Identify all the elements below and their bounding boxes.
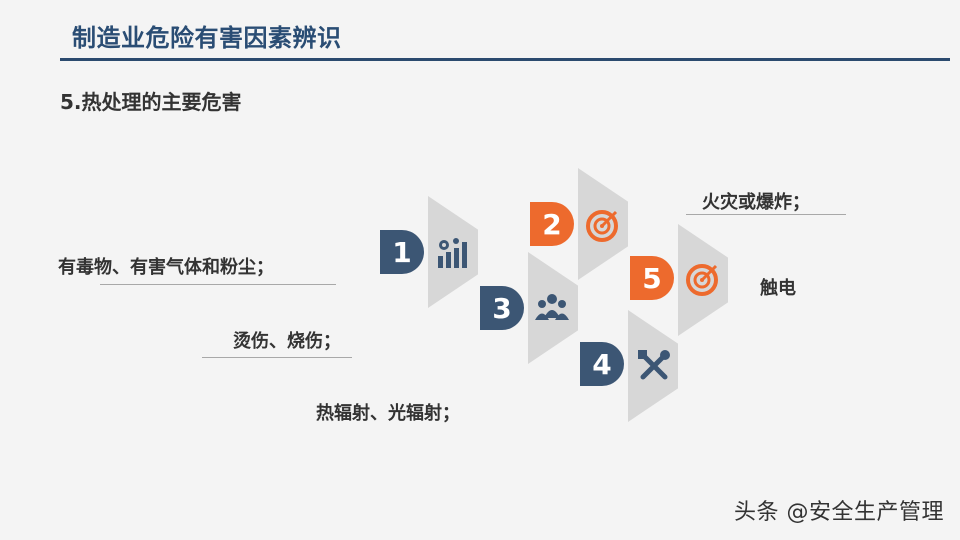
hazard-label-3: 烫伤、烧伤； xyxy=(233,331,341,352)
watermark: 头条 @安全生产管理 xyxy=(734,500,944,525)
page-title: 制造业危险有害因素辨识 xyxy=(72,24,342,52)
title-divider xyxy=(60,58,950,61)
step-badge-1: 1 xyxy=(380,230,424,274)
hazard-underline-3 xyxy=(202,357,352,358)
target-icon xyxy=(686,264,718,296)
people-group-icon xyxy=(535,294,569,320)
step-badge-2: 2 xyxy=(530,202,574,246)
hazard-underline-1 xyxy=(100,284,336,285)
target-icon xyxy=(586,210,618,242)
hazard-underline-2 xyxy=(686,214,846,215)
section-subtitle: 5.热处理的主要危害 xyxy=(60,90,242,114)
hazard-label-4: 热辐射、光辐射； xyxy=(316,403,460,424)
step-badge-4: 4 xyxy=(580,342,624,386)
step-badge-5: 5 xyxy=(630,256,674,300)
tools-icon xyxy=(638,350,670,380)
hazard-label-5: 触电 xyxy=(760,278,796,299)
hazard-label-1: 有毒物、有害气体和粉尘； xyxy=(58,257,274,278)
chart-gear-icon xyxy=(438,238,467,268)
hazard-label-2: 火灾或爆炸； xyxy=(702,192,810,213)
step-badge-3: 3 xyxy=(480,286,524,330)
